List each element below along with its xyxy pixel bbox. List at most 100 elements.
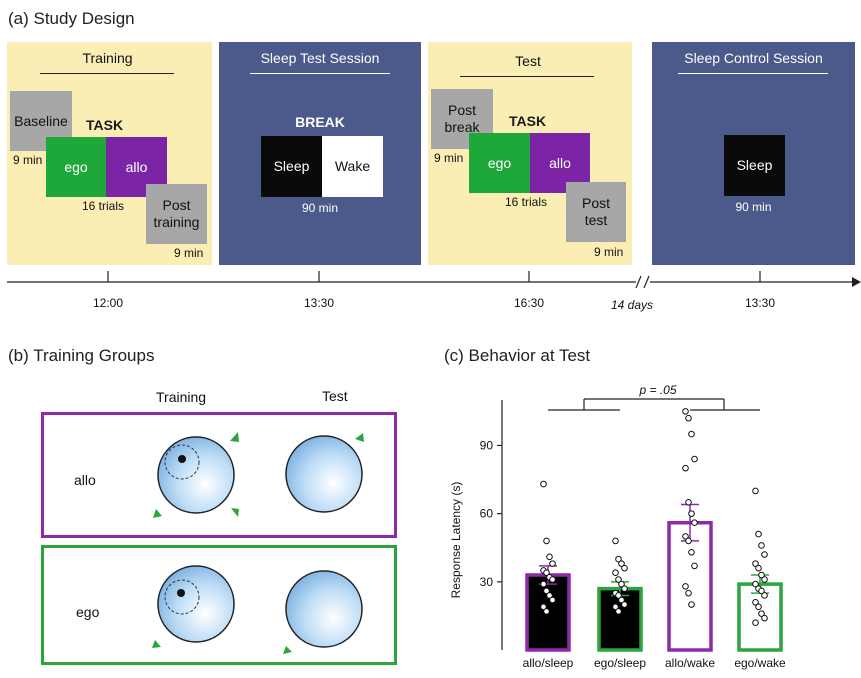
data-point bbox=[688, 510, 695, 517]
data-point bbox=[618, 580, 625, 588]
data-point bbox=[691, 455, 698, 463]
data-point bbox=[615, 608, 622, 615]
ego-test-pool bbox=[285, 570, 363, 648]
break-label: BREAK bbox=[295, 114, 345, 130]
ego-training-pool bbox=[157, 565, 235, 643]
y-tick-label: 90 bbox=[480, 438, 494, 452]
training-underline bbox=[40, 73, 174, 74]
data-point bbox=[685, 537, 692, 545]
sleep-control-header: Sleep Control Session bbox=[684, 50, 823, 66]
data-point bbox=[618, 596, 625, 604]
data-point bbox=[546, 553, 553, 561]
post-break-time: 9 min bbox=[434, 151, 464, 165]
sleep-test-duration: 90 min bbox=[301, 201, 339, 215]
data-point bbox=[621, 585, 628, 592]
test-allo-box: allo bbox=[530, 133, 590, 193]
data-point bbox=[685, 589, 692, 597]
data-point bbox=[540, 580, 547, 588]
baseline-time: 9 min bbox=[13, 153, 43, 167]
data-point bbox=[752, 487, 759, 495]
data-point bbox=[621, 601, 628, 608]
training-allo-box: allo bbox=[106, 137, 167, 197]
data-point bbox=[691, 562, 698, 570]
data-point bbox=[612, 537, 619, 545]
post-training-time: 9 min bbox=[174, 246, 204, 260]
data-point bbox=[543, 587, 550, 595]
data-point bbox=[758, 587, 765, 595]
training-task-label: TASK bbox=[86, 117, 124, 133]
post-break-line1: Post bbox=[447, 102, 476, 118]
training-header: Training bbox=[82, 50, 133, 66]
sleep-control-underline bbox=[678, 73, 828, 74]
data-point bbox=[761, 614, 768, 622]
control-sleep-box: Sleep bbox=[724, 135, 785, 196]
wake-box: Wake bbox=[322, 136, 383, 197]
data-point bbox=[758, 610, 765, 617]
test-ego-box: ego bbox=[469, 133, 530, 193]
x-tick-label: allo/wake bbox=[665, 656, 715, 670]
post-test-box: Post test bbox=[566, 182, 626, 242]
test-task-label: TASK bbox=[509, 113, 547, 129]
data-point bbox=[691, 519, 698, 527]
sleep-test-underline bbox=[250, 73, 390, 74]
data-point bbox=[682, 583, 689, 590]
bar bbox=[737, 582, 783, 652]
cue-marker bbox=[230, 432, 239, 442]
data-point bbox=[685, 414, 692, 422]
data-point bbox=[761, 551, 768, 558]
group-ego-box bbox=[41, 545, 397, 665]
group-ego-label: ego bbox=[76, 604, 100, 620]
sleep-test-header: Sleep Test Session bbox=[260, 50, 380, 66]
data-point bbox=[549, 596, 556, 604]
bar-group-ego-wake bbox=[737, 487, 783, 652]
tick-1330: 13:30 bbox=[303, 296, 335, 310]
y-tick-label: 30 bbox=[480, 575, 494, 589]
tick-1630: 16:30 bbox=[513, 296, 545, 310]
data-point bbox=[549, 576, 556, 583]
bar-group-allo-sleep bbox=[525, 480, 571, 652]
data-point bbox=[612, 569, 619, 577]
data-point bbox=[752, 560, 759, 567]
data-point bbox=[685, 498, 692, 506]
x-tick-label: allo/sleep bbox=[523, 656, 574, 670]
cue-marker bbox=[152, 640, 161, 648]
post-test-time: 9 min bbox=[594, 245, 624, 259]
data-point bbox=[543, 537, 550, 545]
bars bbox=[525, 408, 783, 652]
gap-label: 14 days bbox=[611, 298, 654, 312]
data-point bbox=[618, 560, 625, 567]
cue-marker bbox=[283, 646, 292, 654]
data-point bbox=[688, 601, 695, 608]
cue-marker bbox=[153, 509, 162, 518]
data-point bbox=[752, 598, 759, 606]
data-point bbox=[615, 576, 622, 583]
data-point bbox=[546, 592, 553, 599]
col-test: Test bbox=[322, 388, 348, 404]
timeline-axis bbox=[7, 271, 861, 289]
data-point bbox=[621, 564, 628, 572]
panel-a-title: (a) Study Design bbox=[8, 9, 135, 28]
data-point bbox=[615, 555, 622, 563]
data-point bbox=[543, 608, 550, 615]
panel-c-title: (c) Behavior at Test bbox=[444, 346, 591, 365]
data-point bbox=[540, 480, 547, 488]
group-allo-label: allo bbox=[74, 472, 96, 488]
data-point bbox=[612, 603, 619, 611]
col-training: Training bbox=[156, 389, 207, 405]
cue-marker bbox=[355, 433, 364, 442]
data-point bbox=[540, 603, 547, 611]
data-point bbox=[755, 530, 762, 538]
data-point bbox=[755, 564, 762, 572]
data-point bbox=[752, 619, 759, 627]
data-point bbox=[682, 533, 689, 540]
post-test-line1: Post bbox=[581, 195, 610, 211]
bar-group-ego-sleep bbox=[597, 537, 643, 652]
data-point bbox=[755, 603, 762, 611]
tick-1330-control: 13:30 bbox=[744, 296, 776, 310]
tick-1200: 12:00 bbox=[92, 296, 124, 310]
training-trials: 16 trials bbox=[82, 199, 125, 213]
data-point bbox=[758, 571, 765, 579]
post-training-line1: Post bbox=[162, 197, 191, 213]
p-value-label: p = .05 bbox=[638, 383, 676, 397]
allo-test-pool bbox=[285, 435, 363, 513]
